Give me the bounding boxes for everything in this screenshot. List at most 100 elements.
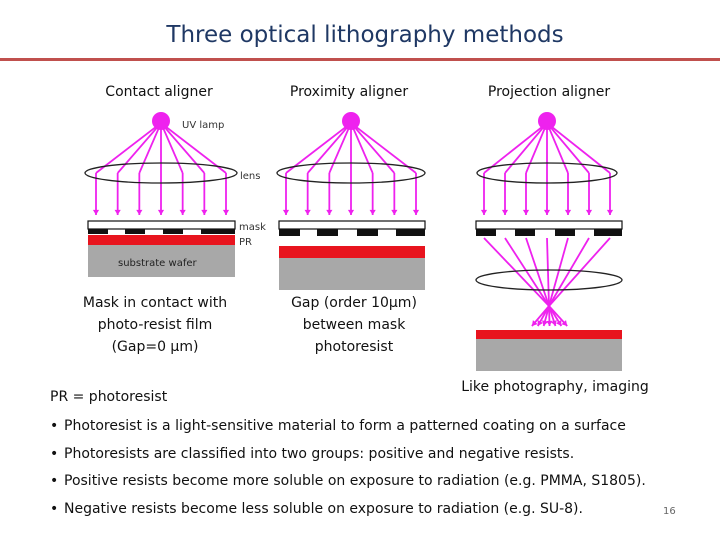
bullet-dot: • xyxy=(50,418,59,434)
mask-chrome xyxy=(476,229,496,236)
uv-ray xyxy=(138,122,162,174)
photoresist-projection xyxy=(476,330,566,339)
uv-ray xyxy=(483,122,548,174)
uv-ray-arrowhead xyxy=(564,209,572,215)
uv-ray xyxy=(160,122,184,174)
uv-ray-arrowhead xyxy=(606,209,614,215)
uv-ray-arrowhead xyxy=(282,209,290,215)
substrate-proximity xyxy=(279,258,425,290)
heading-proximity-aligner: Proximity aligner xyxy=(289,84,409,100)
uv-lamp-contact xyxy=(152,112,170,130)
uv-ray xyxy=(546,122,611,174)
uv-ray xyxy=(306,122,352,174)
uv-ray-fans xyxy=(92,122,614,327)
uv-ray xyxy=(483,237,550,307)
lens-projection xyxy=(476,162,618,184)
uv-ray-arrowhead xyxy=(157,209,165,215)
mask-chrome xyxy=(163,229,183,234)
bullet-dot: • xyxy=(50,500,59,517)
caption-line: (Gap=0 μm) xyxy=(111,339,199,355)
uv-ray-arrowhead xyxy=(585,209,593,215)
bullet-text: Positive resists become more soluble on … xyxy=(64,473,646,489)
uv-ray-arrowhead xyxy=(136,209,143,215)
uv-ray-arrowhead xyxy=(114,209,121,215)
photoresist-projection xyxy=(566,330,622,339)
page-number: 16 xyxy=(663,506,676,517)
uv-lamp-projection xyxy=(538,112,556,130)
uv-ray-arrowhead xyxy=(555,320,562,326)
uv-ray xyxy=(116,122,162,174)
caption-proximity: Gap (order 10μm) between mask photoresis… xyxy=(270,292,438,358)
uv-ray-arrowhead xyxy=(550,320,557,326)
caption-line: between mask xyxy=(302,317,406,333)
caption-line: photo-resist film xyxy=(97,317,213,333)
uv-ray-arrowhead xyxy=(201,209,208,215)
uv-ray-arrowhead xyxy=(326,209,333,215)
bullet-item: • Photoresists are classified into two gr… xyxy=(50,443,646,471)
label-mask: mask xyxy=(239,222,266,233)
uv-lamp-proximity xyxy=(342,112,360,130)
label-pr: PR xyxy=(239,237,252,248)
uv-ray-arrowhead xyxy=(391,209,398,215)
uv-ray xyxy=(548,237,590,307)
substrate-projection xyxy=(476,339,622,371)
mask-chrome xyxy=(515,229,535,236)
uv-ray xyxy=(95,122,162,174)
bullet-item: • Photoresist is a light-sensitive materi… xyxy=(50,415,646,443)
uv-ray-arrowhead xyxy=(92,209,100,215)
caption-line: Like photography, imaging xyxy=(461,379,649,395)
heading-projection-aligner: Projection aligner xyxy=(487,84,611,100)
label-substrate: substrate wafer xyxy=(118,258,197,269)
bullet-dot: • xyxy=(50,473,59,489)
uv-ray-arrowhead xyxy=(561,320,568,326)
uv-ray-arrowhead xyxy=(501,209,509,215)
uv-ray xyxy=(285,122,352,174)
contact-stack xyxy=(87,220,236,277)
uv-ray xyxy=(160,122,227,174)
uv-ray-arrowhead xyxy=(546,320,553,326)
uv-ray xyxy=(546,237,550,307)
heading-contact-aligner: Contact aligner xyxy=(105,84,213,100)
uv-ray xyxy=(548,237,611,307)
uv-ray-arrowhead xyxy=(537,320,544,326)
caption-line: Mask in contact with xyxy=(82,295,228,311)
uv-ray-arrowhead xyxy=(369,209,376,215)
photoresist-contact xyxy=(88,235,235,245)
lens-contact xyxy=(84,162,238,184)
uv-ray-arrowhead xyxy=(304,209,311,215)
mask-chrome xyxy=(317,229,338,236)
uv-ray xyxy=(548,237,569,307)
label-lens: lens xyxy=(240,171,260,182)
bullet-list: • Photoresist is a light-sensitive materi… xyxy=(50,415,646,525)
uv-ray xyxy=(525,122,548,174)
uv-ray xyxy=(546,122,590,174)
uv-ray xyxy=(350,122,396,174)
uv-ray-arrowhead xyxy=(347,209,355,215)
bullet-text: Photoresists are classified into two gro… xyxy=(64,445,575,462)
mask-chrome xyxy=(357,229,378,236)
projection-lens xyxy=(475,269,623,291)
substrate-contact xyxy=(88,245,235,277)
bullet-item: • Positive resists become more soluble on… xyxy=(50,470,646,498)
bullet-dot: • xyxy=(50,445,59,462)
uv-ray xyxy=(328,122,352,174)
mask-chrome xyxy=(279,229,300,236)
title-divider xyxy=(0,58,720,61)
mask-proximity xyxy=(278,220,426,230)
uv-ray xyxy=(504,237,550,307)
uv-ray-arrowhead xyxy=(522,209,530,215)
uv-ray xyxy=(525,237,550,307)
bullet-text: Negative resists become less soluble on … xyxy=(64,500,583,517)
mask-projection xyxy=(475,220,623,230)
mask-chrome xyxy=(594,229,622,236)
projection-stack xyxy=(475,220,623,371)
bullet-text: Photoresist is a light-sensitive materia… xyxy=(64,418,626,434)
mask-chrome xyxy=(88,229,108,234)
bullet-item: • Negative resists become less soluble on… xyxy=(50,498,646,526)
uv-ray-arrowhead xyxy=(179,209,186,215)
caption-contact: Mask in contact with photo-resist film (… xyxy=(70,292,240,358)
uv-ray-arrowhead xyxy=(412,209,420,215)
label-uv-lamp: UV lamp xyxy=(182,120,224,131)
photoresist-proximity xyxy=(279,246,425,258)
